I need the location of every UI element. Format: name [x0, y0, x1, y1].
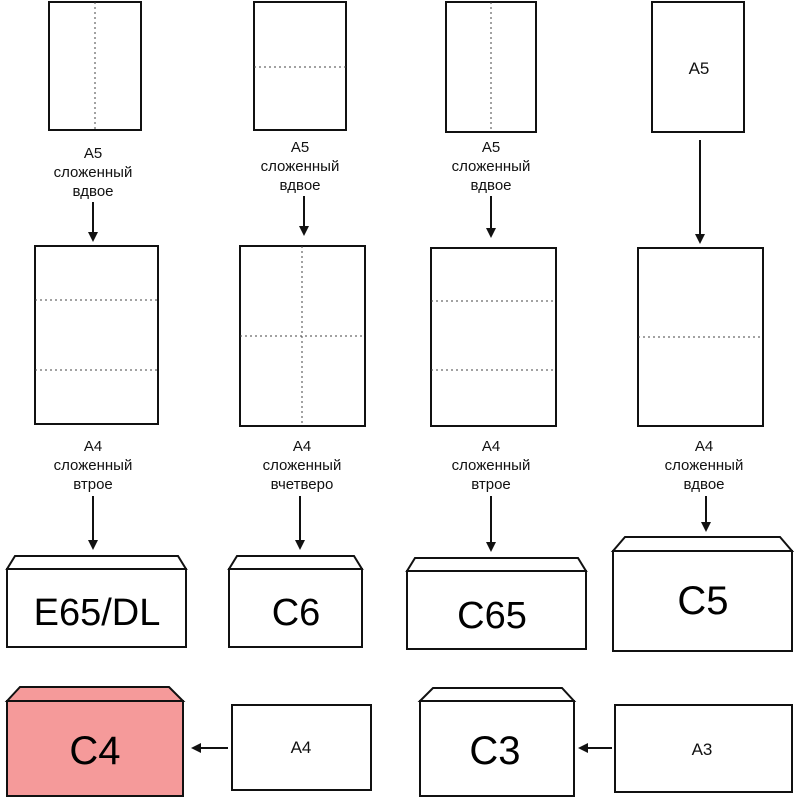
envelope-flap-c3 — [417, 687, 577, 702]
a4-caption-2-line-2: сложенный — [263, 457, 342, 474]
a4-sheet-3 — [430, 247, 557, 427]
a5-label-4: A5 — [689, 59, 710, 78]
a4-caption-4-line-2: сложенный — [665, 457, 744, 474]
envelope-label-c65: C65 — [457, 595, 527, 637]
a4-caption-1-line-3: втрое — [73, 476, 113, 493]
a5-caption-2-line-3: вдвое — [279, 177, 320, 194]
a3-sheet-landscape — [614, 704, 793, 793]
envelope-label-c4: C4 — [69, 729, 120, 773]
a4-sheet-1 — [34, 245, 159, 425]
envelope-label-c5: C5 — [677, 579, 728, 623]
envelope-flap — [227, 555, 364, 570]
a5-sheet-4 — [651, 1, 745, 133]
a5-sheet-2 — [253, 1, 347, 131]
column-1: A5 сложенный вдвое A4 сложенный втрое E6… — [5, 1, 188, 648]
a5-caption-3-line-1: A5 — [482, 139, 500, 156]
a4-caption-3-line-2: сложенный — [452, 457, 531, 474]
a4-caption-2-line-3: вчетверо — [271, 476, 334, 493]
envelope-c6 — [228, 568, 363, 648]
a4-caption-2-line-1: A4 — [293, 438, 311, 455]
bottom-row-c4: C4 A4 — [4, 686, 372, 797]
a5-sheet-1 — [48, 1, 142, 131]
a4-caption-3-line-3: втрое — [471, 476, 511, 493]
a4-caption-4-line-1: A4 — [695, 438, 713, 455]
column-4: A5 A4 сложенный вдвое C5 — [610, 1, 795, 652]
envelope-c3 — [419, 700, 575, 797]
envelope-flap — [610, 536, 795, 552]
a5-caption-1-line-2: сложенный — [54, 164, 133, 181]
a4-caption-1-line-1: A4 — [84, 438, 102, 455]
a4-caption-3-line-1: A4 — [482, 438, 500, 455]
a5-caption-2-line-1: A5 — [291, 139, 309, 156]
envelope-flap-c4 — [4, 686, 186, 702]
envelope-e65-dl — [6, 568, 187, 648]
envelope-c65 — [406, 570, 587, 650]
a4-caption-1-line-2: сложенный — [54, 457, 133, 474]
a4-sheet-landscape — [231, 704, 372, 791]
a5-caption-3-line-2: сложенный — [452, 158, 531, 175]
column-2: A5 сложенный вдвое A4 сложенный вчетверо… — [227, 1, 366, 648]
a4-label-bottom: A4 — [291, 738, 312, 757]
envelope-label-c3: C3 — [469, 729, 520, 773]
envelope-label-e65-dl: E65/DL — [34, 592, 161, 634]
envelope-label-c6: C6 — [272, 592, 321, 634]
a5-caption-1-line-1: A5 — [84, 145, 102, 162]
a5-caption-3-line-3: вдвое — [470, 177, 511, 194]
column-3: A5 сложенный вдвое A4 сложенный втрое C6… — [405, 1, 588, 650]
a3-label-bottom: A3 — [692, 740, 713, 759]
bottom-row-c3: C3 A3 — [417, 687, 793, 797]
a4-caption-4-line-3: вдвое — [683, 476, 724, 493]
a5-caption-1-line-3: вдвое — [72, 183, 113, 200]
envelope-c4 — [6, 700, 184, 797]
envelope-flap — [405, 557, 588, 572]
envelope-c5 — [612, 550, 793, 652]
envelope-flap — [5, 555, 188, 570]
a5-caption-2-line-2: сложенный — [261, 158, 340, 175]
